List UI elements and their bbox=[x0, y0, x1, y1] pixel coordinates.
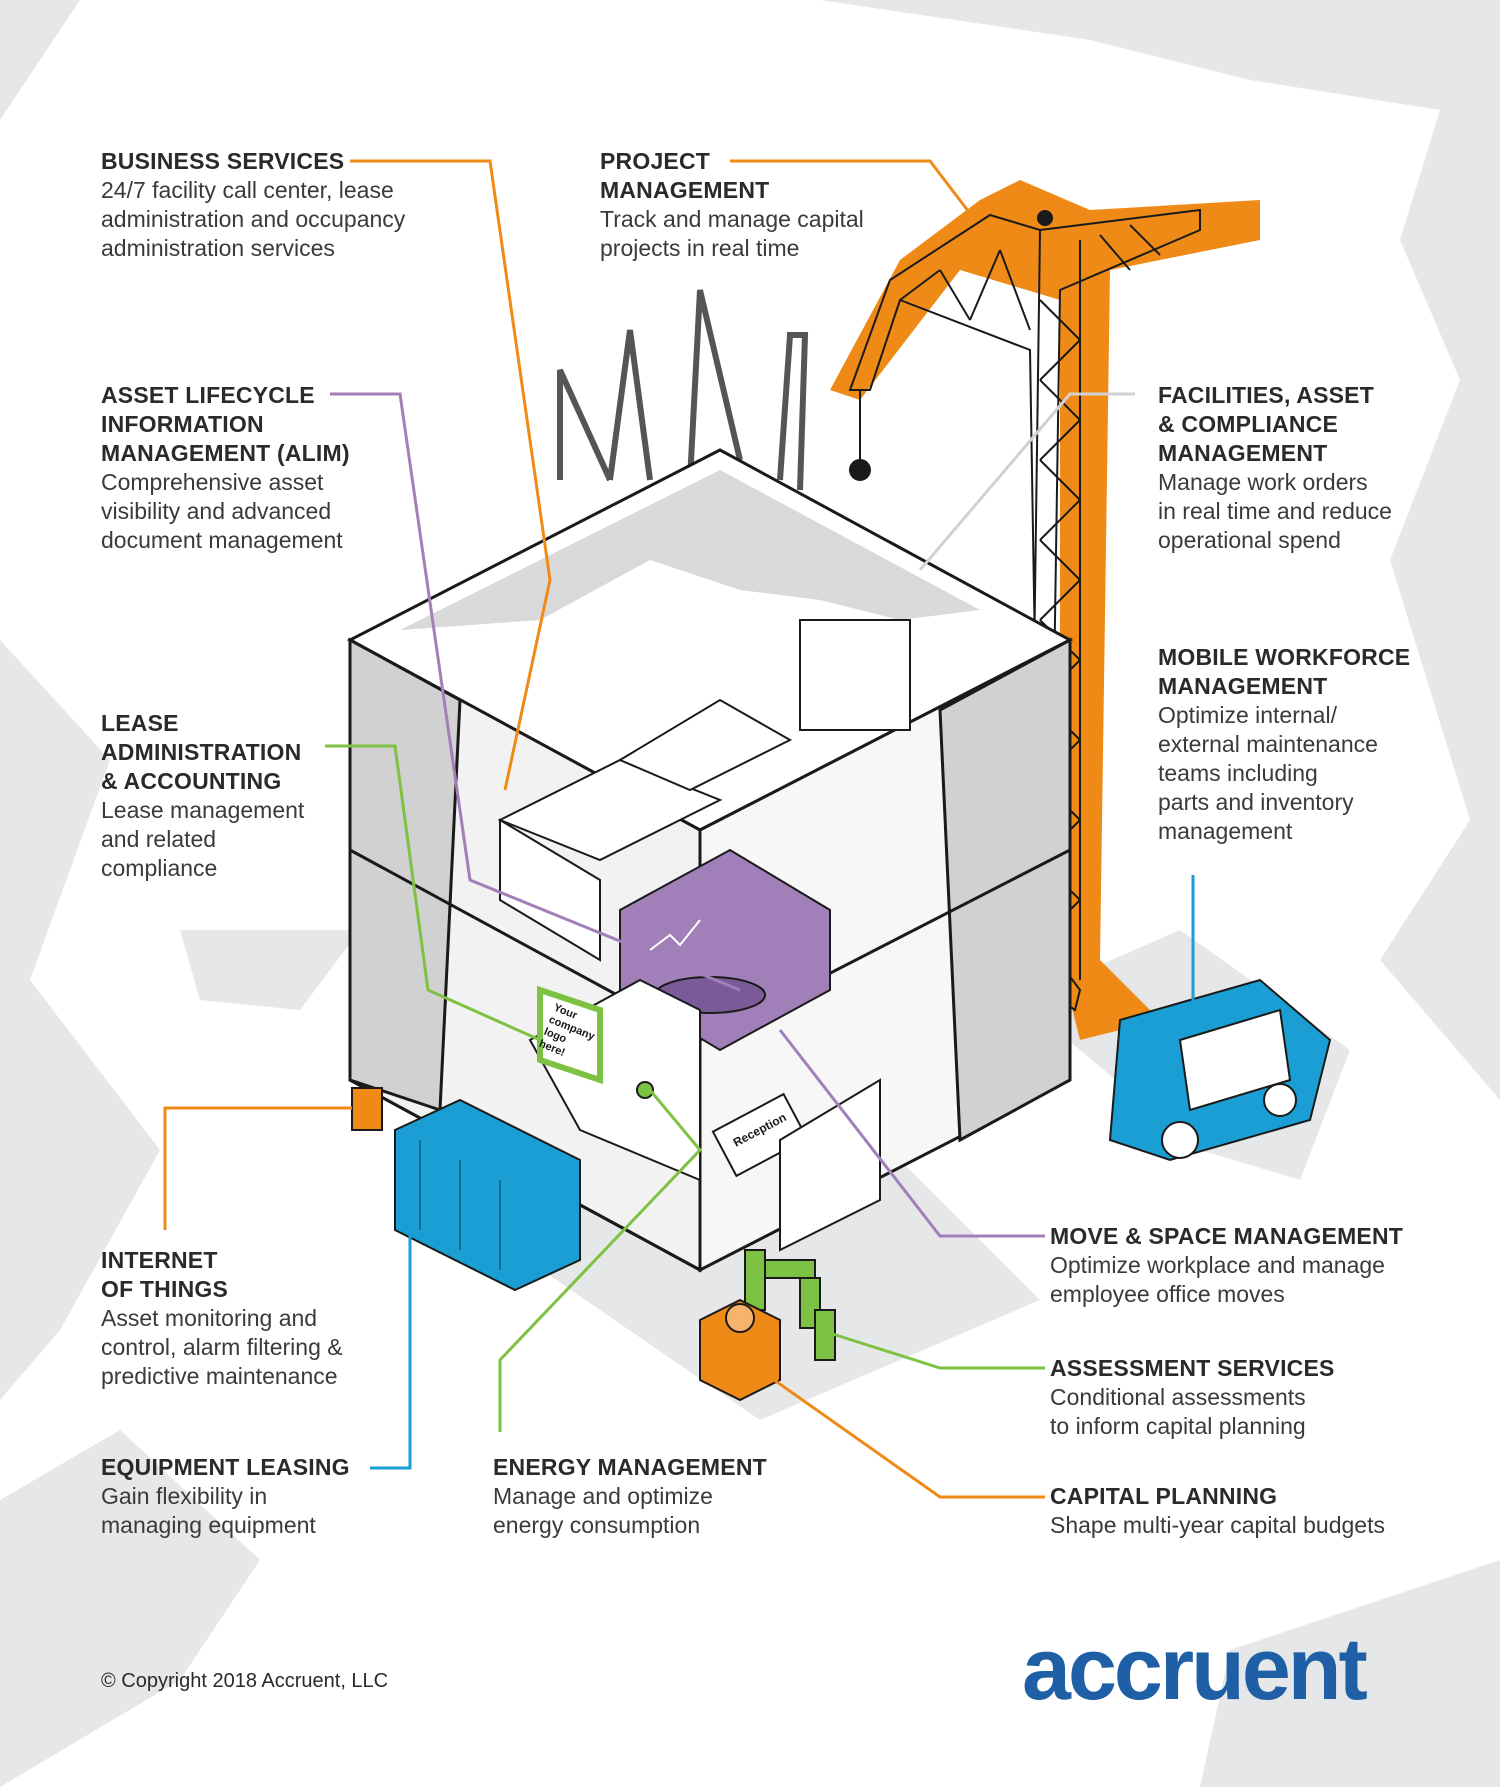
leader-business-services bbox=[350, 159, 552, 791]
callout-title: LEASE ADMINISTRATION & ACCOUNTING bbox=[101, 710, 302, 794]
callout-assessment: ASSESSMENT SERVICES Conditional assessme… bbox=[1050, 1354, 1335, 1441]
callout-capital-planning: CAPITAL PLANNING Shape multi-year capita… bbox=[1050, 1482, 1385, 1540]
callout-description: Conditional assessments to inform capita… bbox=[1050, 1384, 1306, 1439]
callout-title: BUSINESS SERVICES bbox=[101, 148, 345, 174]
callout-description: Asset monitoring and control, alarm filt… bbox=[101, 1305, 343, 1389]
leader-project-management bbox=[730, 159, 977, 221]
callout-description: Optimize internal/ external maintenance … bbox=[1158, 702, 1378, 844]
callout-description: 24/7 facility call center, lease adminis… bbox=[101, 177, 406, 261]
callout-move-space: MOVE & SPACE MANAGEMENT Optimize workpla… bbox=[1050, 1222, 1403, 1309]
callout-title: ASSESSMENT SERVICES bbox=[1050, 1355, 1335, 1381]
leader-assessment bbox=[819, 1328, 1045, 1370]
callout-description: Manage work orders in real time and redu… bbox=[1158, 469, 1392, 553]
callout-description: Optimize workplace and manage employee o… bbox=[1050, 1252, 1385, 1307]
callout-description: Lease management and related compliance bbox=[101, 797, 305, 881]
callout-alim: ASSET LIFECYCLE INFORMATION MANAGEMENT (… bbox=[101, 381, 350, 555]
callout-lease-admin: LEASE ADMINISTRATION & ACCOUNTING Lease … bbox=[101, 709, 304, 883]
company-sign bbox=[537, 985, 603, 1085]
sign-text: Your company logo here! bbox=[537, 1002, 604, 1069]
leader-lease-admin bbox=[325, 744, 541, 1042]
leader-energy bbox=[498, 1089, 703, 1432]
antenna bbox=[557, 289, 809, 491]
callout-business-services: BUSINESS SERVICES 24/7 facility call cen… bbox=[101, 147, 405, 263]
server-racks bbox=[394, 1098, 581, 1292]
callout-title: FACILITIES, ASSET & COMPLIANCE MANAGEMEN… bbox=[1158, 382, 1374, 466]
callout-description: Manage and optimize energy consumption bbox=[493, 1483, 713, 1538]
callout-title: ENERGY MANAGEMENT bbox=[493, 1454, 767, 1480]
callout-title: INTERNET OF THINGS bbox=[101, 1247, 229, 1302]
leader-facilities bbox=[918, 392, 1135, 571]
leader-equipment-leasing bbox=[370, 1200, 412, 1470]
leader-lines bbox=[163, 159, 1195, 1499]
callout-description: Comprehensive asset visibility and advan… bbox=[101, 469, 343, 553]
callout-energy: ENERGY MANAGEMENT Manage and optimize en… bbox=[493, 1453, 767, 1540]
callout-description: Track and manage capital projects in rea… bbox=[600, 206, 864, 261]
upper-floor bbox=[497, 619, 911, 962]
callout-title: MOVE & SPACE MANAGEMENT bbox=[1050, 1223, 1404, 1249]
energy-pipes bbox=[636, 1081, 836, 1361]
maintenance-truck bbox=[1108, 978, 1332, 1162]
callout-facilities: FACILITIES, ASSET & COMPLIANCE MANAGEMEN… bbox=[1158, 381, 1392, 555]
accruent-logo: accruent bbox=[1022, 1619, 1368, 1718]
iot-device bbox=[351, 1087, 383, 1131]
callout-title: PROJECT MANAGEMENT bbox=[600, 148, 770, 203]
leader-move-space bbox=[778, 1029, 1045, 1238]
callout-title: CAPITAL PLANNING bbox=[1050, 1483, 1278, 1509]
hvac-unit bbox=[699, 1298, 781, 1402]
callout-mobile-workforce: MOBILE WORKFORCE MANAGEMENT Optimize int… bbox=[1158, 643, 1410, 846]
leader-capital-planning bbox=[759, 1368, 1045, 1499]
copyright-text: © Copyright 2018 Accruent, LLC bbox=[101, 1670, 389, 1692]
callout-equipment-leasing: EQUIPMENT LEASING Gain flexibility in ma… bbox=[101, 1453, 350, 1540]
callout-title: MOBILE WORKFORCE MANAGEMENT bbox=[1158, 644, 1411, 699]
callout-title: ASSET LIFECYCLE INFORMATION MANAGEMENT (… bbox=[101, 382, 350, 466]
callout-description: Gain flexibility in managing equipment bbox=[101, 1483, 316, 1538]
callout-title: EQUIPMENT LEASING bbox=[101, 1454, 350, 1480]
callout-iot: INTERNET OF THINGS Asset monitoring and … bbox=[101, 1246, 343, 1391]
callout-description: Shape multi-year capital budgets bbox=[1050, 1512, 1385, 1538]
callout-project-management: PROJECT MANAGEMENT Track and manage capi… bbox=[600, 147, 864, 263]
leader-alim bbox=[330, 392, 741, 992]
leader-iot bbox=[163, 1106, 352, 1230]
